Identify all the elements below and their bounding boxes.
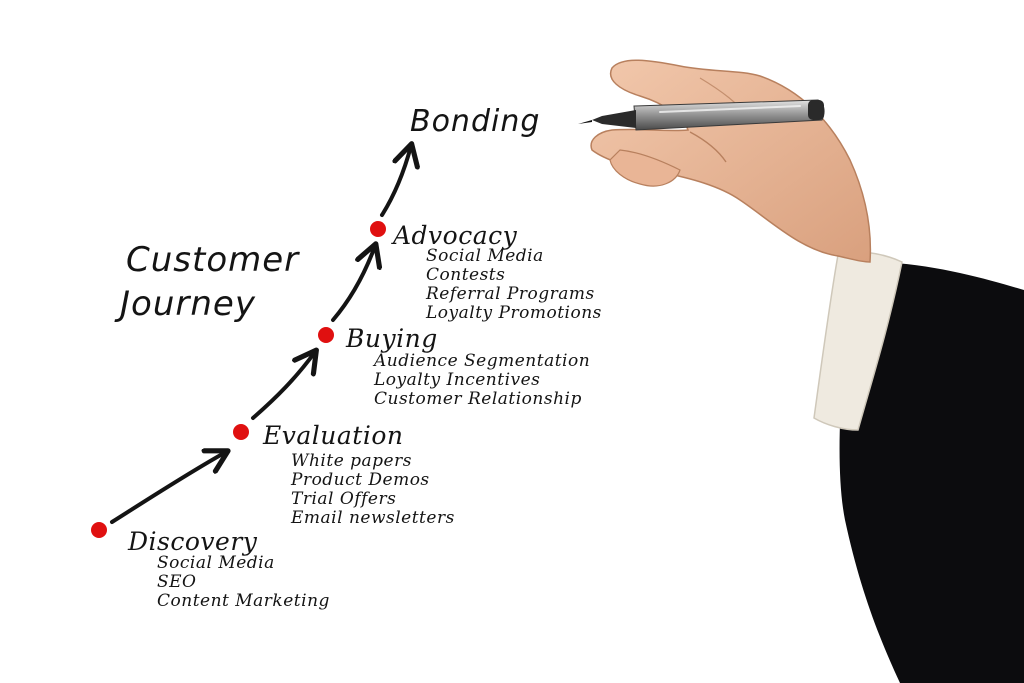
- arrow-discovery-to-evaluation: [110, 452, 226, 524]
- advocacy-items: Social Media Contests Referral Programs …: [426, 247, 602, 323]
- stage-label-advocacy: Advocacy: [393, 221, 518, 250]
- stage-dot-evaluation: [233, 424, 249, 440]
- stage-label-evaluation: Evaluation: [263, 421, 404, 450]
- finger-crease: [689, 131, 727, 163]
- stage-dot-buying: [318, 327, 334, 343]
- arrow-buying-to-advocacy: [331, 246, 375, 322]
- buying-items: Audience Segmentation Loyalty Incentives…: [374, 352, 590, 409]
- list-item: Email newsletters: [291, 508, 455, 528]
- suit-sleeve: [839, 262, 1024, 683]
- stage-dot-discovery: [91, 522, 107, 538]
- stage-label-buying: Buying: [346, 324, 438, 353]
- stage-label-discovery: Discovery: [128, 527, 258, 556]
- list-item: Social Media: [426, 246, 544, 266]
- list-item: Content Marketing: [157, 591, 330, 611]
- arrow-evaluation-to-buying: [251, 352, 315, 420]
- title-line-2: Journey: [120, 284, 256, 324]
- stage-label-bonding: Bonding: [410, 104, 541, 139]
- list-item: Loyalty Incentives: [374, 370, 541, 390]
- pen-icon: [578, 99, 825, 131]
- list-item: Audience Segmentation: [374, 351, 591, 371]
- list-item: White papers: [291, 451, 412, 471]
- stage-dot-advocacy: [370, 221, 386, 237]
- list-item: Loyalty Promotions: [426, 303, 602, 323]
- arrow-advocacy-to-bonding: [380, 146, 411, 217]
- list-item: Referral Programs: [426, 284, 595, 304]
- list-item: Trial Offers: [291, 489, 397, 509]
- discovery-items: Social Media SEO Content Marketing: [157, 554, 330, 611]
- list-item: Social Media: [157, 553, 275, 573]
- list-item: Contests: [426, 265, 506, 285]
- diagram-title: Customer Journey: [120, 238, 300, 326]
- title-line-1: Customer: [126, 240, 300, 280]
- list-item: Product Demos: [291, 470, 430, 490]
- evaluation-items: White papers Product Demos Trial Offers …: [291, 452, 455, 528]
- list-item: Customer Relationship: [374, 389, 582, 409]
- thumb: [609, 149, 681, 187]
- shirt-cuff: [813, 251, 903, 431]
- list-item: SEO: [157, 572, 197, 592]
